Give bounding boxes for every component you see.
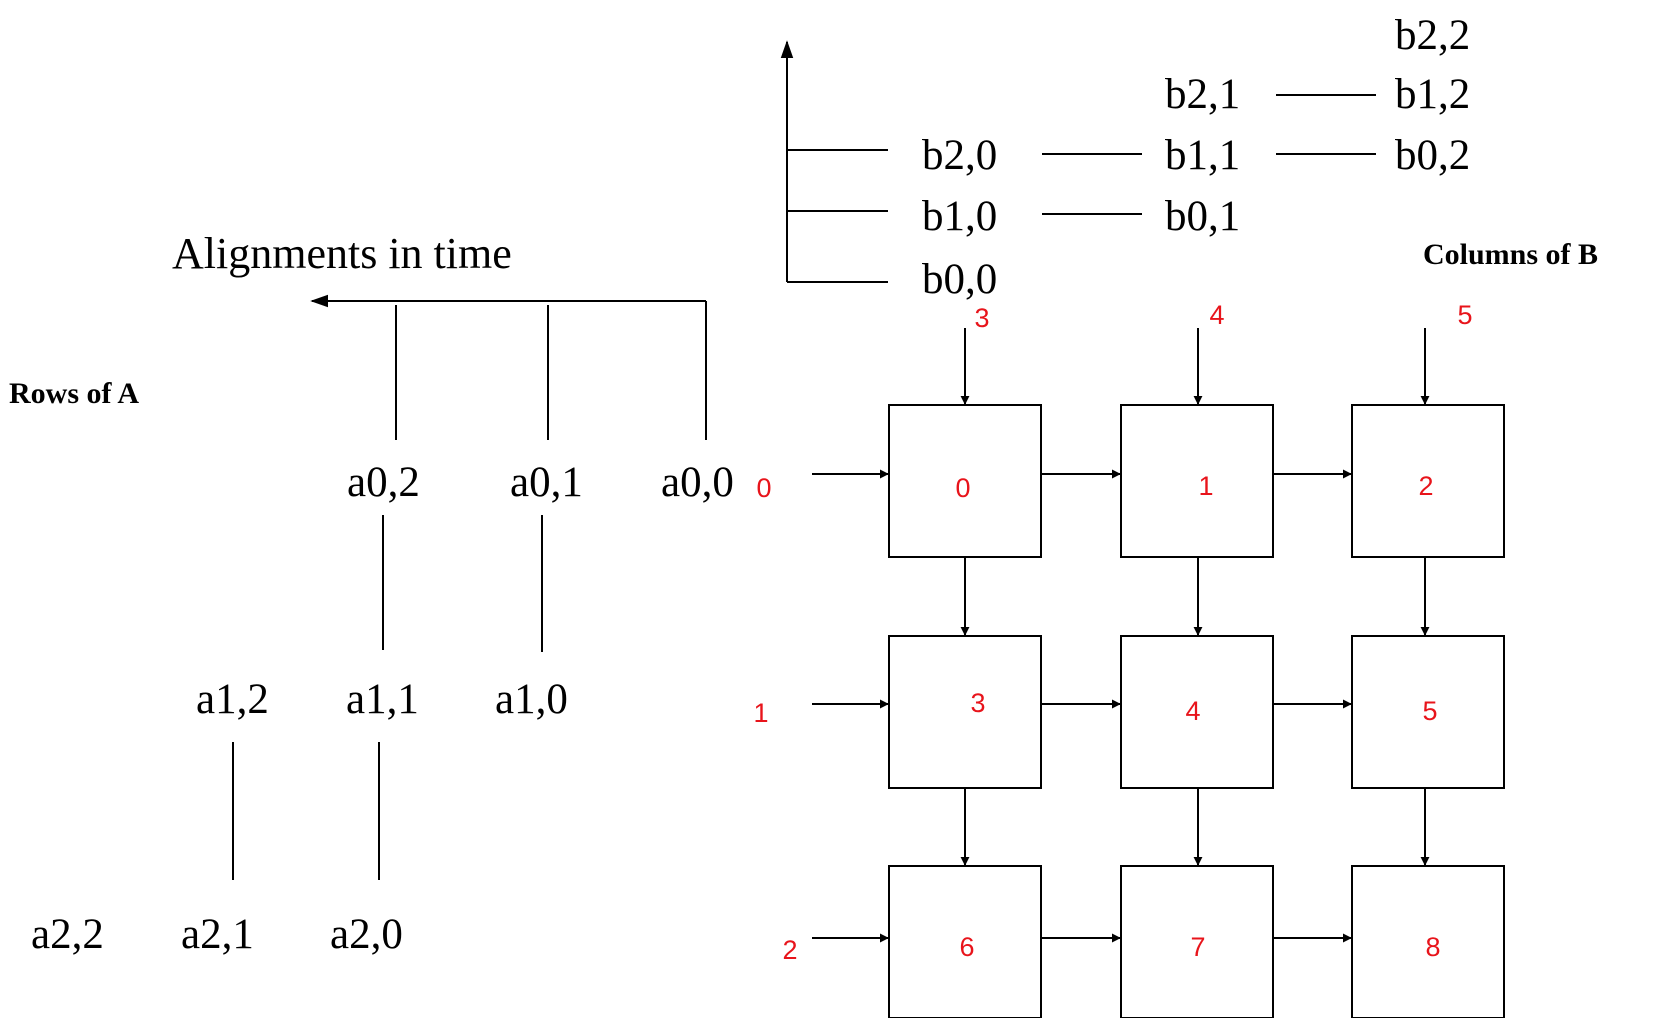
a-element: a0,0	[661, 459, 734, 506]
b-element: b1,1	[1165, 132, 1240, 179]
a-element: a0,1	[510, 459, 583, 506]
processor-box	[888, 865, 1042, 1018]
column-input-number: 5	[1457, 300, 1472, 330]
row-input-number: 1	[753, 698, 768, 728]
a-elements: a0,2 a0,1 a0,0 a1,2 a1,1 a1,0 a2,2 a2,1 …	[31, 459, 734, 958]
b-element: b0,1	[1165, 193, 1240, 240]
cell-number: 8	[1425, 932, 1440, 962]
processor-box	[888, 404, 1042, 558]
cell-number: 3	[970, 688, 985, 718]
row-input-number: 0	[756, 473, 771, 503]
cell-number: 6	[959, 932, 974, 962]
a-connectors	[232, 515, 543, 880]
processor-grid	[812, 328, 1505, 1018]
column-input-number: 4	[1209, 300, 1224, 330]
cell-number: 7	[1190, 932, 1205, 962]
column-input-number: 3	[974, 303, 989, 333]
processor-box	[1120, 635, 1274, 789]
b-element: b2,1	[1165, 71, 1240, 118]
b-element: b2,2	[1395, 12, 1470, 59]
a-element: a0,2	[347, 459, 420, 506]
processor-box	[888, 635, 1042, 789]
a-time-axis	[310, 294, 707, 440]
alignments-label: Alignments in time	[172, 229, 512, 278]
b-element: b0,2	[1395, 132, 1470, 179]
b-time-axis	[780, 40, 888, 283]
processor-box	[1120, 865, 1274, 1018]
cell-number: 1	[1198, 471, 1213, 501]
input-indices: 0 1 2 3 4 5	[753, 300, 1472, 965]
b-element: b0,0	[922, 256, 997, 303]
a-element: a1,1	[346, 676, 419, 723]
b-connectors	[1042, 94, 1376, 215]
processor-box	[1120, 404, 1274, 558]
cell-number: 5	[1422, 696, 1437, 726]
a-element: a1,2	[196, 676, 269, 723]
processor-box	[1351, 865, 1505, 1018]
cell-numbers: 0 1 2 3 4 5 6 7 8	[955, 471, 1440, 962]
a-element: a2,2	[31, 911, 104, 958]
processor-box	[1351, 404, 1505, 558]
columns-of-b-label: Columns of B	[1423, 238, 1598, 271]
b-element: b1,2	[1395, 71, 1470, 118]
cell-number: 4	[1185, 696, 1200, 726]
b-element: b1,0	[922, 193, 997, 240]
rows-of-a-label: Rows of A	[9, 377, 139, 410]
cell-number: 2	[1418, 471, 1433, 501]
processor-box	[1351, 635, 1505, 789]
b-elements: b0,0 b1,0 b2,0 b0,1 b1,1 b2,1 b0,2 b1,2 …	[922, 12, 1470, 303]
a-element: a2,0	[330, 911, 403, 958]
b-element: b2,0	[922, 132, 997, 179]
row-input-number: 2	[782, 935, 797, 965]
cell-number: 0	[955, 473, 970, 503]
a-element: a1,0	[495, 676, 568, 723]
a-element: a2,1	[181, 911, 254, 958]
